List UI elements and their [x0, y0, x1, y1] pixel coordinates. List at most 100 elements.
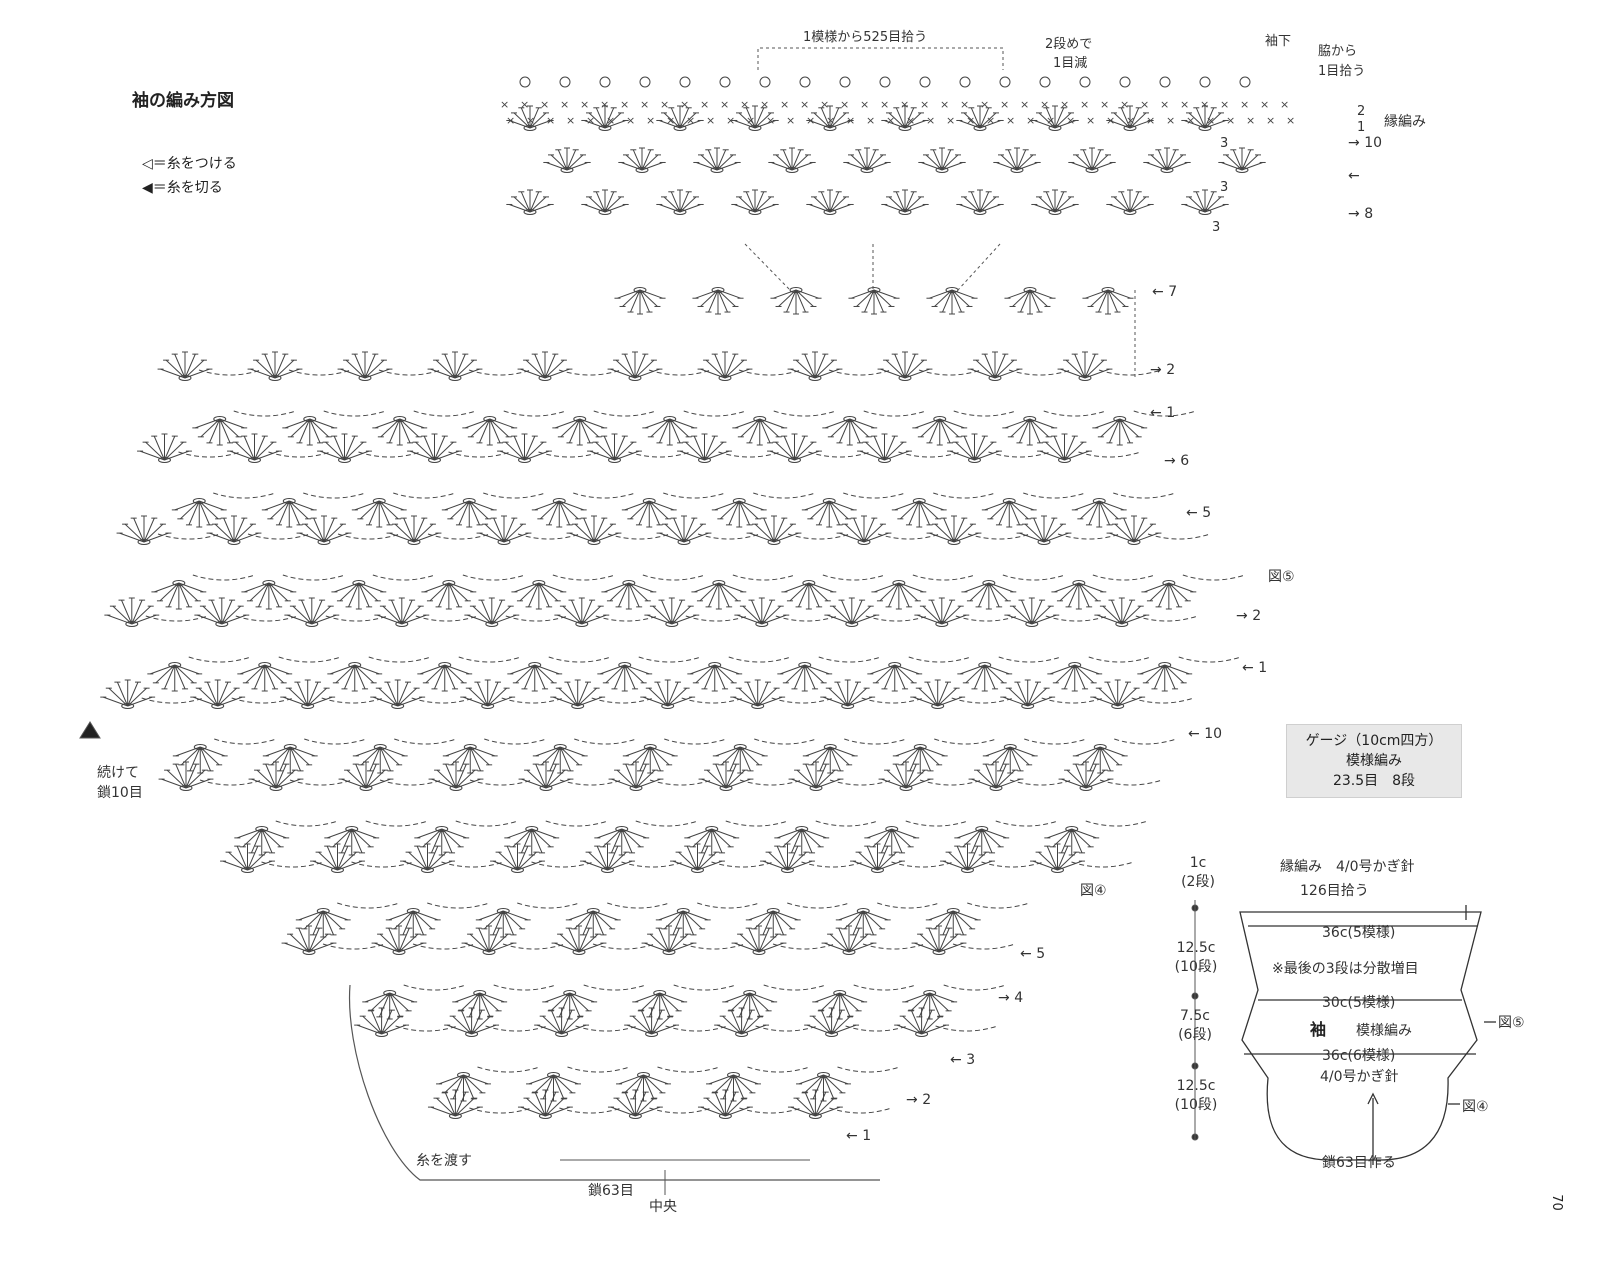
- svg-text:×: ×: [726, 114, 735, 127]
- svg-text:×: ×: [826, 114, 835, 127]
- svg-text:×: ×: [866, 114, 875, 127]
- row-1-top: ← 1: [1150, 405, 1176, 421]
- fig5-row-1: ← 1: [1242, 660, 1268, 676]
- row-marker-7: ← 7: [1152, 284, 1178, 300]
- fig5-row-10: ← 10: [1188, 726, 1223, 742]
- svg-text:×: ×: [640, 98, 649, 111]
- svg-text:×: ×: [846, 114, 855, 127]
- svg-text:×: ×: [1180, 98, 1189, 111]
- row-6: → 6: [1164, 453, 1190, 469]
- chart-guide-lines: [79, 47, 1199, 1195]
- svg-text:×: ×: [1286, 114, 1295, 127]
- svg-text:×: ×: [580, 98, 589, 111]
- chain-count-label: 鎖63目: [588, 1183, 634, 1199]
- svg-text:×: ×: [880, 98, 889, 111]
- page-title: 袖の編み方図: [132, 91, 234, 111]
- svg-text:×: ×: [1200, 98, 1209, 111]
- svg-text:×: ×: [500, 98, 509, 111]
- continue-note-1: 続けて: [97, 765, 139, 781]
- schematic-part-name: 袖: [1310, 1020, 1327, 1039]
- svg-text:×: ×: [520, 98, 529, 111]
- svg-text:×: ×: [680, 98, 689, 111]
- row-5: ← 5: [1186, 505, 1212, 521]
- schematic-width-top: 36c(5模様): [1322, 925, 1396, 941]
- svg-text:×: ×: [1140, 98, 1149, 111]
- svg-text:×: ×: [540, 98, 549, 111]
- row-2-top: → 2: [1150, 362, 1176, 378]
- fig4-label: 図④: [1080, 883, 1107, 899]
- legend-text: ＝糸を切る: [152, 180, 223, 196]
- schematic-start: 鎖63目作る: [1322, 1155, 1396, 1171]
- gauge-box: ゲージ（10cm四方） 模様編み 23.5目 8段: [1286, 724, 1462, 798]
- svg-text:×: ×: [1226, 114, 1235, 127]
- measure-12-5c-bottom: 12.5c(10段): [1174, 1078, 1218, 1113]
- lower-row-5: ← 5: [1020, 946, 1046, 962]
- svg-text:×: ×: [706, 114, 715, 127]
- edging-row-1: 1: [1357, 120, 1366, 135]
- svg-text:×: ×: [820, 98, 829, 111]
- legend-text: ＝糸をつける: [152, 156, 237, 172]
- svg-text:×: ×: [926, 114, 935, 127]
- svg-text:×: ×: [660, 98, 669, 111]
- side-pickup-1: 脇から: [1318, 44, 1358, 59]
- legend-cut-yarn: ◀＝糸を切る: [142, 177, 223, 197]
- schematic-width-mid: 30c(5模様): [1322, 995, 1396, 1011]
- svg-text:×: ×: [906, 114, 915, 127]
- svg-text:×: ×: [1166, 114, 1175, 127]
- schematic-fig5: 図⑤: [1498, 1015, 1525, 1031]
- schematic-part-pattern: 模様編み: [1356, 1023, 1412, 1039]
- repeat-count: 3: [1220, 180, 1229, 195]
- fig5-row-2: → 2: [1236, 608, 1262, 624]
- row-marker-10: → 10: [1348, 135, 1383, 151]
- row-marker-9: ←: [1348, 168, 1360, 184]
- measure-1c: 1c(2段): [1181, 855, 1215, 890]
- edging-fan-pattern: × × × × × × × × × × × × × × × × × × × × × × × × × × × × × × × × × × × × × × × ×…: [500, 76, 1295, 315]
- side-pickup-2: 1目拾う: [1318, 64, 1366, 79]
- svg-text:×: ×: [1026, 114, 1035, 127]
- pass-yarn-label: 糸を渡す: [416, 1153, 472, 1169]
- svg-text:×: ×: [1120, 98, 1129, 111]
- svg-text:×: ×: [966, 114, 975, 127]
- lower-row-4: → 4: [998, 990, 1024, 1006]
- svg-text:×: ×: [886, 114, 895, 127]
- lower-row-2: → 2: [906, 1092, 932, 1108]
- svg-text:×: ×: [1220, 98, 1229, 111]
- svg-text:×: ×: [940, 98, 949, 111]
- center-label: 中央: [649, 1199, 677, 1215]
- underarm-label: 袖下: [1265, 34, 1292, 49]
- repeat-count: 3: [1212, 220, 1221, 235]
- lower-row-1: ← 1: [846, 1128, 872, 1144]
- gauge-pattern: 模様編み: [1346, 753, 1402, 769]
- svg-text:×: ×: [506, 114, 515, 127]
- svg-text:×: ×: [586, 114, 595, 127]
- svg-text:×: ×: [1186, 114, 1195, 127]
- svg-text:×: ×: [700, 98, 709, 111]
- svg-text:×: ×: [980, 98, 989, 111]
- schematic-note: ※最後の3段は分散増目: [1272, 961, 1419, 977]
- svg-text:×: ×: [1040, 98, 1049, 111]
- svg-text:×: ×: [946, 114, 955, 127]
- gauge-values: 23.5目 8段: [1332, 773, 1416, 789]
- svg-text:×: ×: [986, 114, 995, 127]
- svg-text:×: ×: [1000, 98, 1009, 111]
- repeat-count: 3: [1220, 136, 1229, 151]
- legend-attach-yarn: ◁＝糸をつける: [142, 153, 237, 173]
- svg-text:×: ×: [860, 98, 869, 111]
- svg-text:×: ×: [1160, 98, 1169, 111]
- svg-text:×: ×: [1146, 114, 1155, 127]
- svg-text:×: ×: [1086, 114, 1095, 127]
- svg-text:×: ×: [760, 98, 769, 111]
- gauge-title: ゲージ（10cm四方）: [1305, 733, 1443, 749]
- svg-text:×: ×: [746, 114, 755, 127]
- svg-text:×: ×: [740, 98, 749, 111]
- svg-text:×: ×: [900, 98, 909, 111]
- svg-text:×: ×: [646, 114, 655, 127]
- cut-yarn-icon: ◀: [142, 180, 153, 196]
- svg-text:×: ×: [806, 114, 815, 127]
- decrease-note-1: 2段めで: [1045, 37, 1093, 52]
- continue-note-2: 鎖10目: [97, 785, 143, 801]
- svg-text:×: ×: [1106, 114, 1115, 127]
- svg-text:×: ×: [960, 98, 969, 111]
- svg-text:×: ×: [800, 98, 809, 111]
